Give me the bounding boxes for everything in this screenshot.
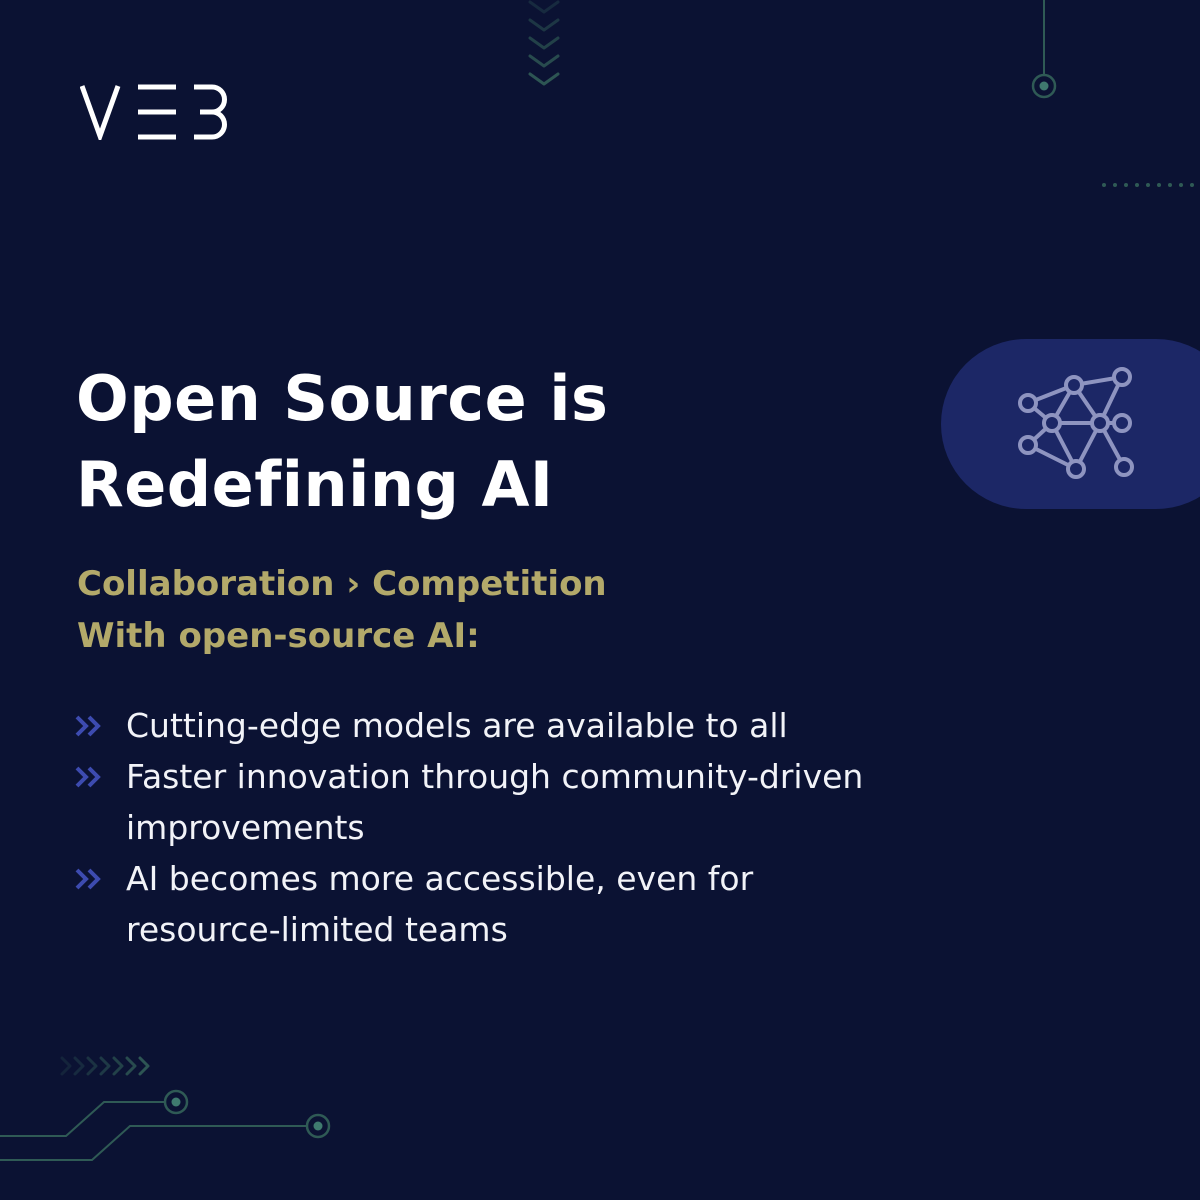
ve3-logo xyxy=(80,84,227,140)
list-item-text: Faster innovation through community-driv… xyxy=(126,751,863,853)
subheading-line-1: Collaboration › Competition xyxy=(77,564,607,604)
double-chevron-right-icon xyxy=(74,853,126,904)
list-item-text: AI becomes more accessible, even for res… xyxy=(126,853,753,955)
circuit-trace-decoration xyxy=(0,1089,331,1161)
list-item: Faster innovation through community-driv… xyxy=(74,751,1074,853)
list-item-text: Cutting-edge models are available to all xyxy=(126,700,788,751)
subheading: Collaboration › Competition With open-so… xyxy=(77,558,607,662)
list-item: Cutting-edge models are available to all xyxy=(74,700,1074,751)
neural-network-icon xyxy=(1018,367,1134,479)
bullet-list: Cutting-edge models are available to all… xyxy=(74,700,1074,955)
double-chevron-right-icon xyxy=(74,700,126,751)
double-chevron-right-icon xyxy=(74,751,126,802)
chevron-right-decoration xyxy=(60,1056,150,1076)
title-line-2: Redefining AI xyxy=(76,448,554,521)
subheading-line-2: With open-source AI: xyxy=(77,616,480,656)
chevron-down-decoration xyxy=(528,0,560,86)
circuit-node-decoration xyxy=(1031,0,1057,99)
dotted-line-decoration xyxy=(1102,183,1194,187)
page-title: Open Source is Redefining AI xyxy=(76,356,608,528)
list-item-text-line: Cutting-edge models are available to all xyxy=(126,706,788,745)
title-line-1: Open Source is xyxy=(76,362,609,435)
list-item-text-line: resource-limited teams xyxy=(126,910,508,949)
list-item: AI becomes more accessible, even for res… xyxy=(74,853,1074,955)
list-item-text-line: Faster innovation through community-driv… xyxy=(126,757,864,796)
list-item-text-line: AI becomes more accessible, even for xyxy=(126,859,754,898)
feature-badge xyxy=(941,339,1200,509)
list-item-text-line: improvements xyxy=(126,808,365,847)
